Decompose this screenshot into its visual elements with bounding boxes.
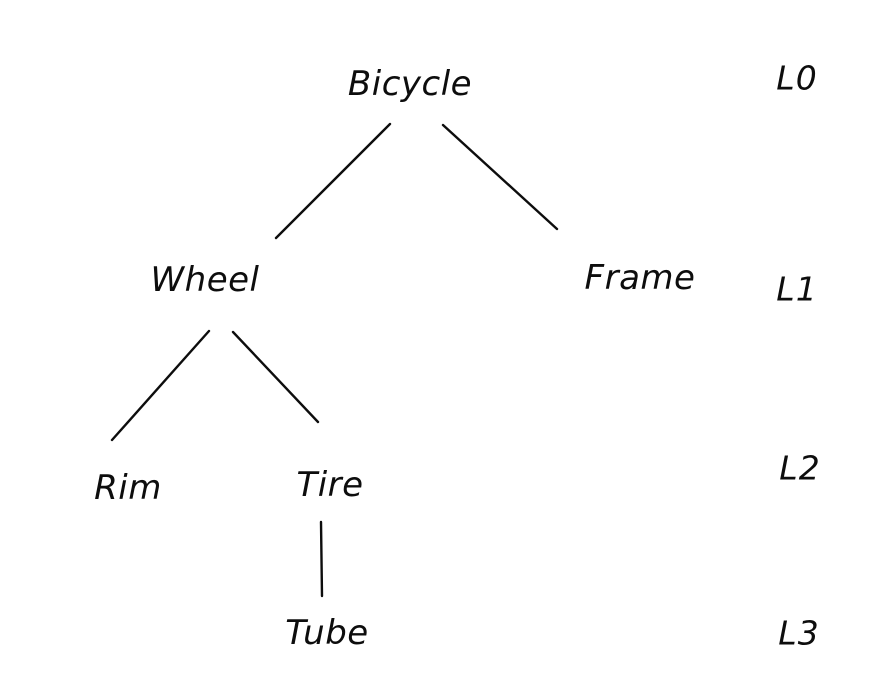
edge-bicycle-to-frame: [441, 123, 559, 231]
node-label-wheel[interactable]: Wheel: [150, 260, 260, 300]
level-label-l2: L2: [779, 448, 821, 488]
edge-tire-to-tube: [319, 520, 324, 598]
level-label-l1: L1: [776, 269, 818, 309]
node-label-frame[interactable]: Frame: [584, 258, 696, 298]
edge-wheel-to-rim: [110, 329, 211, 442]
node-label-tube[interactable]: Tube: [285, 613, 369, 653]
node-label-bicycle[interactable]: Bicycle: [347, 64, 473, 104]
edge-bicycle-to-wheel: [274, 122, 392, 240]
level-label-l3: L3: [778, 613, 820, 653]
level-label-l0: L0: [776, 58, 818, 98]
edge-wheel-to-tire: [231, 330, 320, 424]
node-label-tire[interactable]: Tire: [296, 465, 364, 505]
node-label-rim[interactable]: Rim: [94, 468, 162, 508]
